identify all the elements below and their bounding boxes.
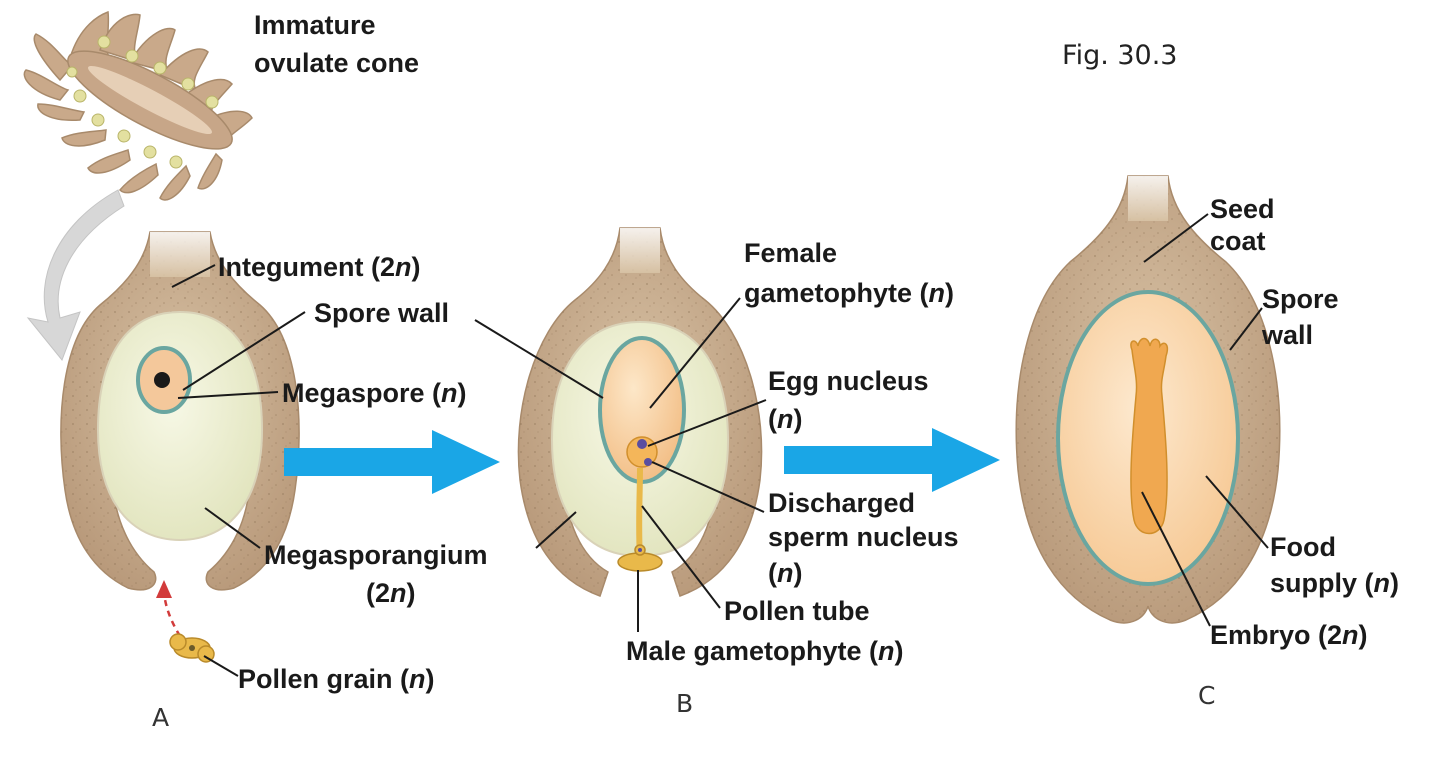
- discharged-sperm-label-line3: (n): [768, 558, 803, 588]
- pollen-grain-label: Pollen grain (n): [238, 664, 435, 694]
- panel-a: Immature ovulate cone Integument (2n) Sp…: [23, 10, 488, 732]
- megasporangium-label-line1: Megasporangium: [264, 540, 488, 570]
- cone-label-line1: Immature: [254, 10, 376, 40]
- panel-letter-a: A: [152, 703, 169, 732]
- egg-nucleus: [637, 439, 647, 449]
- egg-nucleus-label-line1: Egg nucleus: [768, 366, 929, 396]
- ovule-a: [60, 231, 300, 591]
- ovule-b: [517, 227, 763, 597]
- megasporangium-a: [96, 310, 264, 542]
- megaspore-label: Megaspore (n): [282, 378, 467, 408]
- embryo: [1130, 337, 1169, 535]
- male-gametophyte: [617, 544, 663, 572]
- immature-ovulate-cone: [23, 10, 253, 201]
- panel-b: Female gametophyte (n) Egg nucleus (n) D…: [474, 227, 959, 718]
- food-supply-label-line1: Food: [1270, 532, 1336, 562]
- sperm-nucleus: [644, 458, 652, 466]
- integument-label: Integument (2n): [218, 252, 421, 282]
- arrow-b-to-c: [784, 428, 1000, 492]
- seed-coat-label-line2: coat: [1210, 226, 1266, 256]
- food-supply-label-line2: supply (n): [1270, 568, 1399, 598]
- figure-label: Fig. 30.3: [1062, 40, 1178, 71]
- spore-wall-label-c-line1: Spore: [1262, 284, 1339, 314]
- pollen-path-arrow: [162, 591, 182, 637]
- pollen-grain-a: [169, 633, 215, 663]
- female-gametophyte-label-line1: Female: [744, 238, 837, 268]
- egg-nucleus-label-line2: (n): [768, 404, 803, 434]
- megasporangium-label-line2: (2n): [366, 578, 416, 608]
- seed-coat-label-line1: Seed: [1210, 194, 1275, 224]
- discharged-sperm-label-line2: sperm nucleus: [768, 522, 959, 552]
- cone-label-line2: ovulate cone: [254, 48, 419, 78]
- discharged-sperm-label-line1: Discharged: [768, 488, 915, 518]
- male-gametophyte-label: Male gametophyte (n): [626, 636, 904, 666]
- spore-wall-label-a: Spore wall: [314, 298, 449, 328]
- spore-wall-label-c-line2: wall: [1261, 320, 1313, 350]
- megaspore-nucleus: [154, 372, 170, 388]
- panel-letter-c: C: [1198, 681, 1215, 710]
- arrow-a-to-b: [284, 430, 500, 494]
- embryo-label: Embryo (2n): [1210, 620, 1368, 650]
- seed-c: [1015, 175, 1281, 624]
- panel-letter-b: B: [676, 689, 693, 718]
- panel-c: Seed coat Spore wall Food supply (n) Emb…: [1015, 175, 1399, 710]
- cone-to-ovule-arrow: [26, 189, 125, 361]
- female-gametophyte-label-line2: gametophyte (n): [744, 278, 954, 308]
- pollen-tube-label: Pollen tube: [724, 596, 870, 626]
